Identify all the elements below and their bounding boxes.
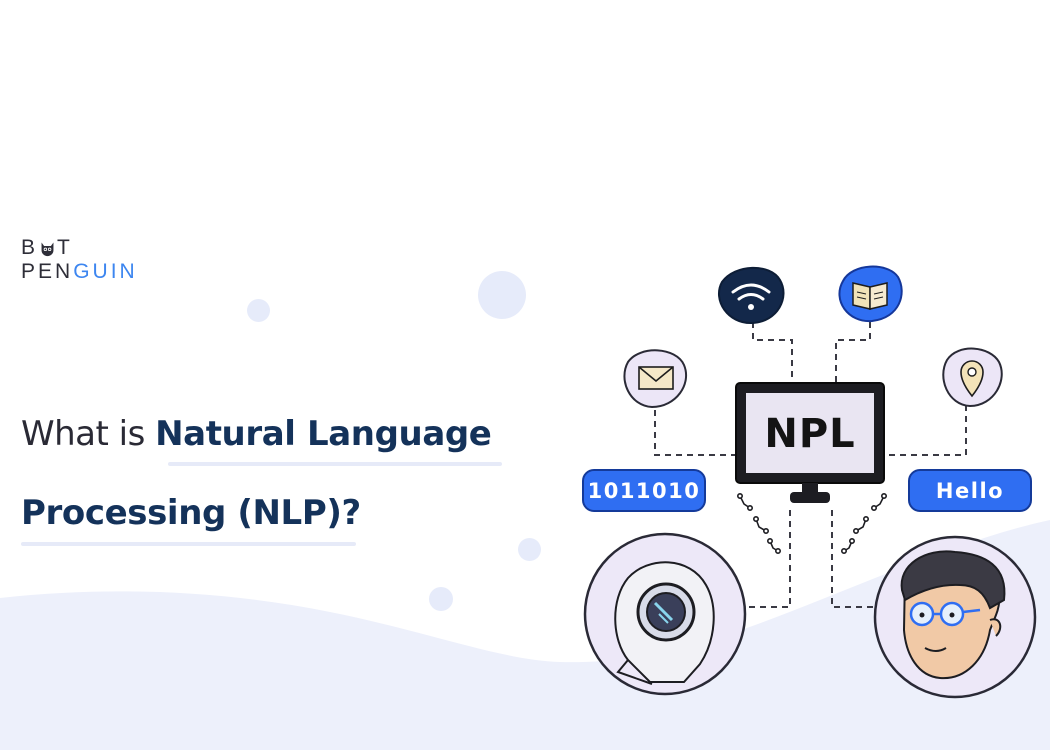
person-icon	[873, 535, 1037, 699]
decorative-bubble	[518, 538, 541, 561]
binary-badge: 1011010	[582, 469, 706, 512]
title-underline	[168, 462, 502, 466]
title-highlight-2: Processing (NLP)?	[21, 493, 361, 533]
decorative-bubble	[247, 299, 270, 322]
logo-text-pen: PEN	[21, 260, 74, 283]
location-pin-icon	[942, 347, 1003, 408]
logo-text-guin: GUIN	[73, 260, 138, 283]
envelope-icon	[623, 349, 687, 409]
page-title-line-2: Processing (NLP)?	[21, 493, 361, 533]
monitor-icon	[735, 382, 885, 503]
robot-icon	[583, 532, 747, 696]
signal-sparkles-right	[840, 492, 887, 554]
penguin-face-icon	[41, 242, 54, 256]
decorative-bubble	[429, 587, 453, 611]
logo-text-t: T	[57, 236, 73, 259]
page-title-line-1: What is Natural Language	[21, 414, 492, 454]
logo-text-b: B	[21, 236, 39, 259]
title-highlight: Natural Language	[155, 414, 492, 454]
signal-sparkles-left	[736, 492, 781, 554]
monitor-label: NPL	[764, 411, 856, 457]
title-prefix: What is	[21, 414, 156, 454]
connector-lines	[654, 322, 967, 608]
decorative-bubble	[478, 271, 526, 319]
book-icon	[838, 265, 903, 323]
wifi-icon	[717, 266, 785, 325]
title-underline	[21, 542, 356, 546]
hello-badge: Hello	[908, 469, 1032, 512]
